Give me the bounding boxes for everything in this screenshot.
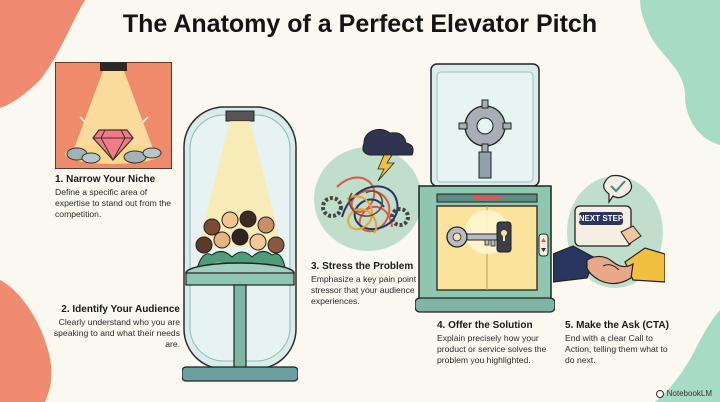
step-5-block: 5. Make the Ask (CTA) End with a clear C… [565,320,675,366]
next-step-card-label: NEXT STEP [579,214,624,223]
step-4-heading: 4. Offer the Solution [437,320,533,331]
cta-handshake-illustration: NEXT STEP [553,174,665,288]
step-1-body: Define a specific area of expertise to s… [55,187,172,219]
audience-elevator-illustration [182,106,298,382]
step-2-body: Clearly understand who you are speaking … [53,317,180,349]
step-2-block: 2. Identify Your Audience Clearly unders… [40,304,180,350]
step-4-body: Explain precisely how your product or se… [437,333,547,365]
step-1-heading: 1. Narrow Your Niche [55,174,156,185]
coral-blob-top-left [0,0,85,108]
brand-label: NotebookLM [666,389,712,398]
step-2-heading: 2. Identify Your Audience [61,304,180,315]
step-1-block: 1. Narrow Your Niche Define a specific a… [55,174,180,220]
step-5-heading: 5. Make the Ask (CTA) [565,320,669,331]
coral-blob-bottom-left [0,280,52,402]
step-3-block: 3. Stress the Problem Emphasize a key pa… [311,261,429,307]
stress-tangle-illustration [314,128,422,251]
step-4-block: 4. Offer the Solution Explain precisely … [437,320,555,366]
mint-blob-top-right [640,0,720,145]
step-3-heading: 3. Stress the Problem [311,261,414,272]
notebooklm-logo-icon [655,389,664,398]
mint-blob-bottom-right [655,310,720,402]
step-3-body: Emphasize a key pain point or stressor t… [311,274,427,306]
step-5-body: End with a clear Call to Action, telling… [565,333,668,365]
page-title: The Anatomy of a Perfect Elevator Pitch [122,10,598,38]
brand-watermark: NotebookLM [655,389,712,398]
solution-elevator-key-illustration [415,63,555,313]
niche-diamond-illustration [55,62,172,169]
